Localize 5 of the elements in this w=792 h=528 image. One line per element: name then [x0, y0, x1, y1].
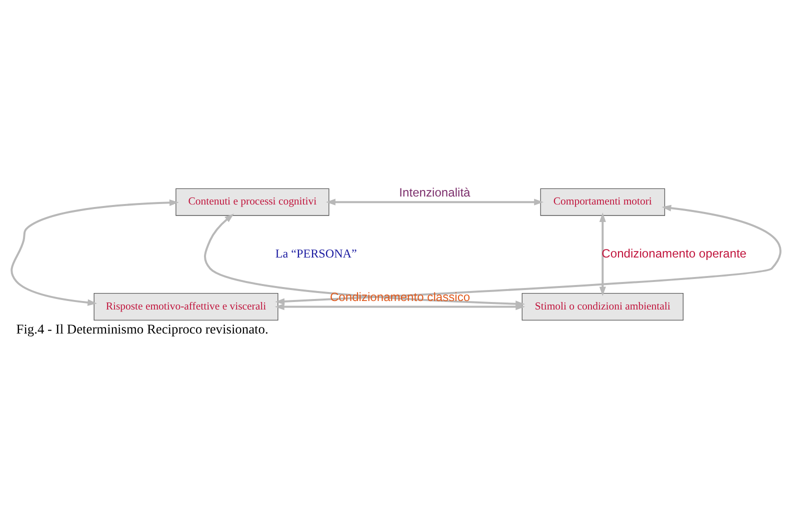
edge-label: Condizionamento operante	[602, 246, 747, 260]
caption: Fig.4 - Il Determinismo Reciproco revisionato.	[16, 321, 268, 336]
edge-label: Intenzionalità	[399, 184, 470, 199]
edge-label: Condizionamento classico	[330, 290, 470, 304]
label: La “PERSONA”	[275, 246, 357, 260]
